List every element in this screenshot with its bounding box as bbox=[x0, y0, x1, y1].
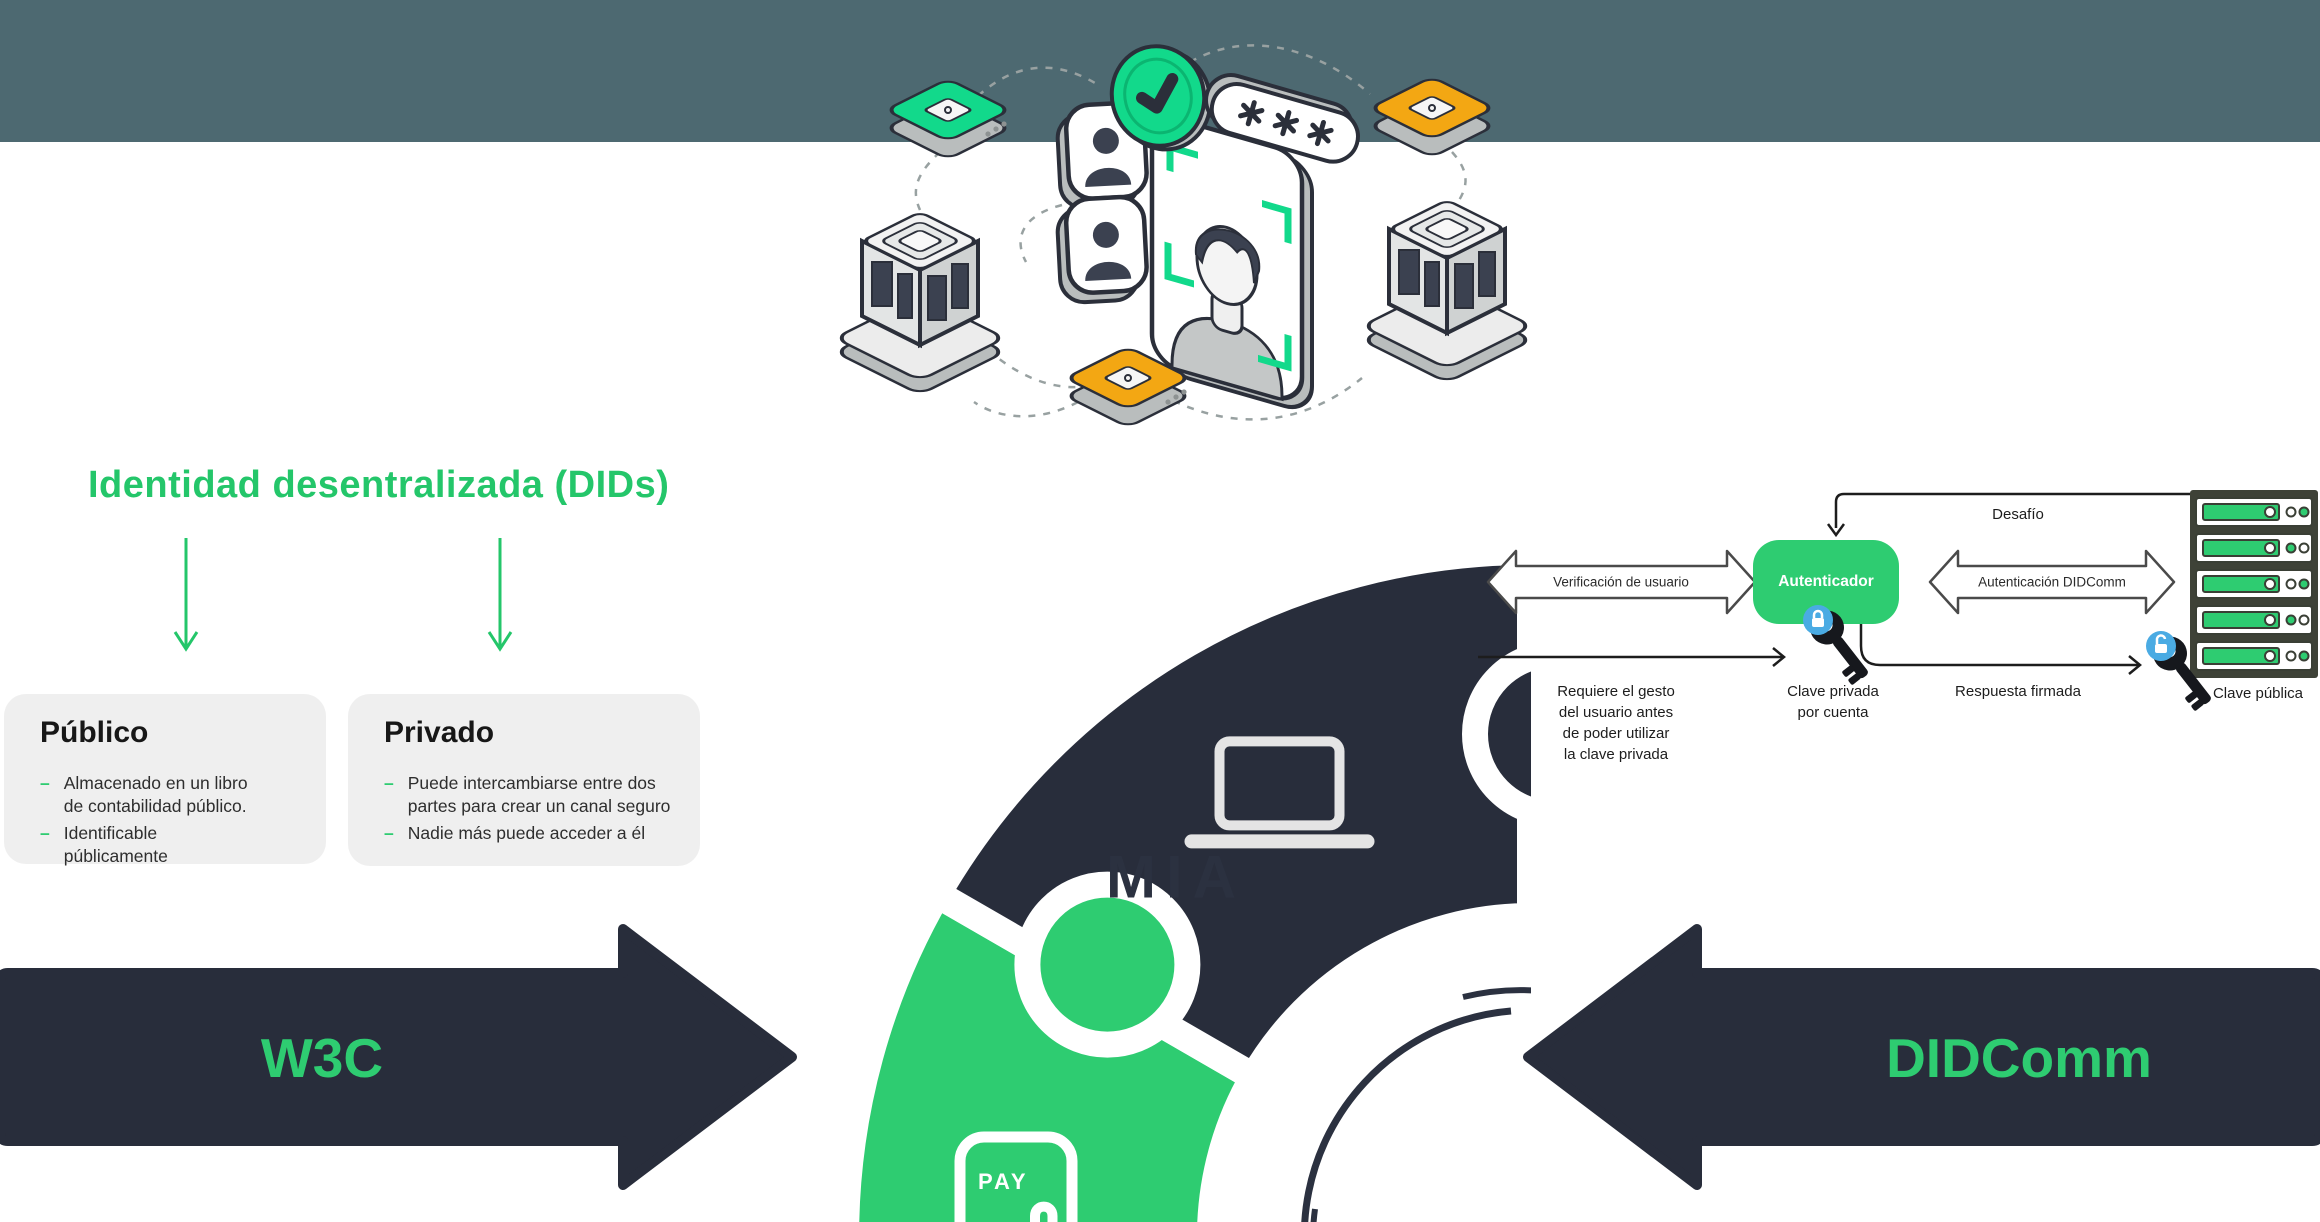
dids-heading: Identidad desentralizada (DIDs) bbox=[88, 464, 670, 506]
bullet-dash: – bbox=[40, 773, 50, 793]
respuesta-label: Respuesta firmada bbox=[1955, 683, 2081, 700]
laptop-icon bbox=[1184, 736, 1375, 849]
autenticador-label: Autenticador bbox=[1778, 573, 1874, 590]
heading-down-arrows bbox=[173, 538, 513, 652]
w3c-arrow bbox=[0, 924, 797, 1190]
mia-logo-text: MIA bbox=[1106, 843, 1246, 911]
mia-puzzle-wheel: PAY bbox=[831, 537, 1531, 1222]
clave-privada-label: Clave privada por cuenta bbox=[1787, 683, 1879, 721]
publico-title: Público bbox=[40, 716, 149, 749]
privado-card: Privado – Puede intercambiarse entre dos… bbox=[348, 694, 700, 866]
pay-label: PAY bbox=[978, 1169, 1029, 1194]
signed-response-line bbox=[1859, 624, 2142, 675]
orange-chip-icon bbox=[1069, 348, 1187, 426]
identity-illustration bbox=[839, 44, 1528, 426]
verificacion-label: Verificación de usuario bbox=[1553, 574, 1689, 590]
tap-hand-icon bbox=[1030, 1201, 1058, 1222]
bullet-dash: – bbox=[384, 823, 394, 843]
requiere-label: Requiere el gesto del usuario antes de p… bbox=[1557, 683, 1675, 763]
authenticator-box bbox=[1753, 540, 1899, 624]
bullet-dash: – bbox=[384, 773, 394, 793]
green-chip-icon bbox=[889, 80, 1007, 158]
list-item: – Identificable públicamente bbox=[40, 823, 168, 866]
mia-logo-ring bbox=[1301, 987, 1531, 1222]
check-coin-icon bbox=[1109, 44, 1213, 152]
autenticacion-label: Autenticación DIDComm bbox=[1978, 574, 2126, 590]
server-tower-icon bbox=[839, 213, 1001, 393]
didcomm-auth-double-arrow bbox=[1928, 549, 2176, 615]
desafio-label: Desafío bbox=[1992, 506, 2044, 523]
list-item: – Puede intercambiarse entre dos partes … bbox=[384, 773, 671, 816]
lock-badge-icon bbox=[1803, 605, 1833, 635]
didcomm-flow-diagram bbox=[1478, 490, 2318, 711]
orange-chip-icon bbox=[1373, 78, 1491, 156]
clave-publica-label: Clave pública bbox=[2212, 685, 2304, 702]
publico-card: Público – Almacenado en un libro de cont… bbox=[4, 694, 326, 866]
face-id-card-icon bbox=[1149, 116, 1314, 410]
list-item: – Nadie más puede acceder a él bbox=[384, 823, 646, 843]
phone-pay-icon: PAY bbox=[954, 1131, 1078, 1222]
bullet-dash: – bbox=[40, 823, 50, 843]
puzzle-knobs bbox=[1014, 644, 1531, 1058]
gesture-arrow bbox=[1478, 647, 1786, 667]
didcomm-label: DIDComm bbox=[1886, 1027, 2152, 1089]
server-stack bbox=[2190, 490, 2318, 678]
w3c-label: W3C bbox=[260, 1027, 384, 1089]
segment-phone-pay bbox=[831, 880, 1268, 1222]
password-asterisks bbox=[1238, 100, 1334, 147]
password-pill-icon bbox=[1204, 73, 1360, 164]
server-tower-icon bbox=[1366, 201, 1528, 381]
private-key-icon bbox=[1803, 605, 1868, 685]
hair bbox=[1194, 228, 1261, 284]
public-key-icon bbox=[2146, 631, 2211, 711]
unlock-badge-icon bbox=[2146, 631, 2176, 661]
desafio-line bbox=[1826, 492, 2196, 538]
privado-title: Privado bbox=[384, 716, 495, 749]
list-item: – Almacenado en un libro de contabilidad… bbox=[40, 773, 248, 816]
